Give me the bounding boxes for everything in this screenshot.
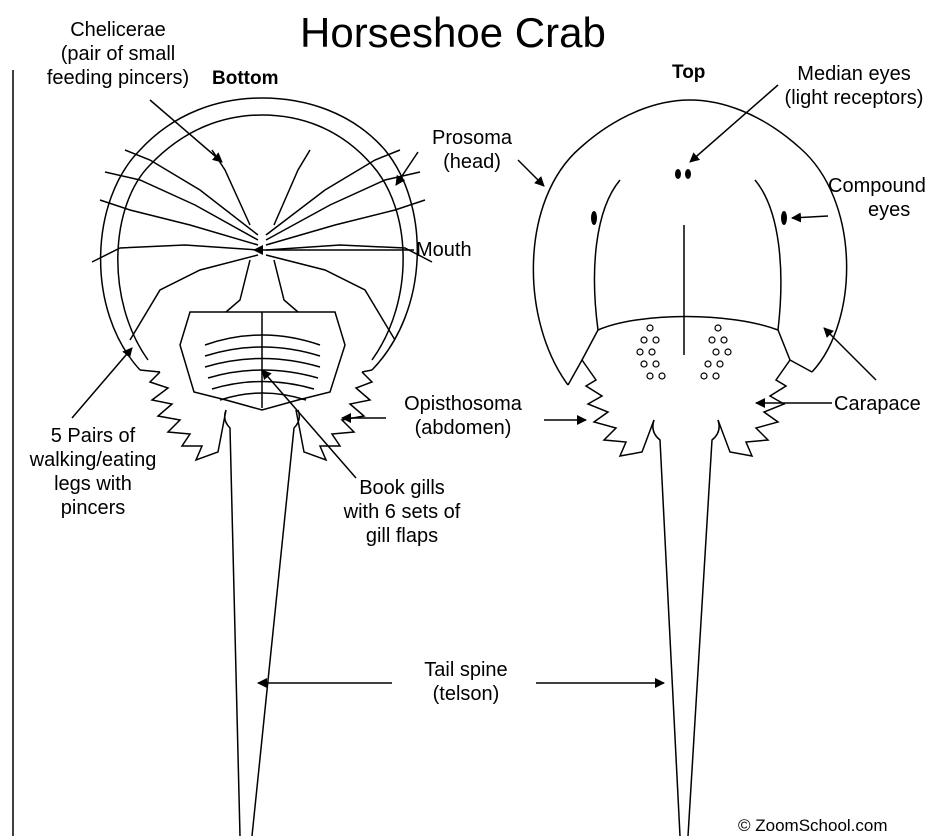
- median-eye-left: [675, 169, 681, 179]
- label-line: gill flaps: [322, 524, 482, 548]
- bottom-right-spines: [296, 372, 372, 460]
- pointer-arrows: [72, 85, 876, 683]
- arrow-carapace-rim: [824, 328, 876, 380]
- top-prosoma-outline: [533, 100, 846, 385]
- label-line: (abdomen): [384, 416, 542, 440]
- top-right-ridge: [755, 180, 781, 330]
- bottom-prosoma-outline: [101, 98, 418, 370]
- label-carapace: Carapace: [834, 392, 921, 416]
- label-line: Opisthosoma: [384, 392, 542, 416]
- compound-eye-left: [591, 211, 597, 225]
- arrow-legs: [72, 348, 132, 418]
- compound-eye-right: [781, 211, 787, 225]
- top-left-ridge: [594, 180, 620, 330]
- label-line: 5 Pairs of: [10, 424, 176, 448]
- label-walking-legs: 5 Pairs of walking/eating legs with pinc…: [10, 424, 176, 520]
- arrow-compound-eyes: [792, 216, 828, 218]
- label-line: walking/eating: [10, 448, 176, 472]
- label-line: Chelicerae: [28, 18, 208, 42]
- label-line: (telson): [396, 682, 536, 706]
- label-tail-spine: Tail spine (telson): [396, 658, 536, 706]
- label-line: pincers: [10, 496, 176, 520]
- label-line: eyes: [828, 198, 948, 222]
- view-label-top: Top: [672, 62, 705, 84]
- top-eyes: [591, 169, 787, 225]
- label-line: (head): [412, 150, 532, 174]
- label-line: Compound: [828, 174, 948, 198]
- label-book-gills: Book gills with 6 sets of gill flaps: [322, 476, 482, 548]
- label-compound-eyes: Compound eyes: [828, 174, 948, 222]
- label-median-eyes: Median eyes (light receptors): [765, 62, 943, 110]
- label-opisthosoma: Opisthosoma (abdomen): [384, 392, 542, 440]
- label-chelicerae: Chelicerae (pair of small feeding pincer…: [28, 18, 208, 90]
- arrow-book-gills: [262, 370, 356, 478]
- bottom-prosoma-rim: [118, 115, 403, 360]
- book-gills: [205, 312, 320, 408]
- label-mouth: Mouth: [416, 238, 472, 262]
- label-line: with 6 sets of: [322, 500, 482, 524]
- diagram-title: Horseshoe Crab: [300, 8, 606, 58]
- label-line: Book gills: [322, 476, 482, 500]
- label-line: feeding pincers): [28, 66, 208, 90]
- label-line: (pair of small: [28, 42, 208, 66]
- label-line: legs with: [10, 472, 176, 496]
- label-line: Tail spine: [396, 658, 536, 682]
- top-right-spines: [598, 317, 790, 457]
- view-label-bottom: Bottom: [212, 68, 278, 90]
- copyright-credit: © ZoomSchool.com: [738, 816, 888, 836]
- bottom-telson: [225, 410, 300, 836]
- label-line: (light receptors): [765, 86, 943, 110]
- crab-top-view: [533, 100, 846, 836]
- median-eye-right: [685, 169, 691, 179]
- top-left-spines: [582, 330, 654, 456]
- label-line: Median eyes: [765, 62, 943, 86]
- top-telson: [653, 420, 719, 836]
- label-prosoma: Prosoma (head): [412, 126, 532, 174]
- label-line: Prosoma: [412, 126, 532, 150]
